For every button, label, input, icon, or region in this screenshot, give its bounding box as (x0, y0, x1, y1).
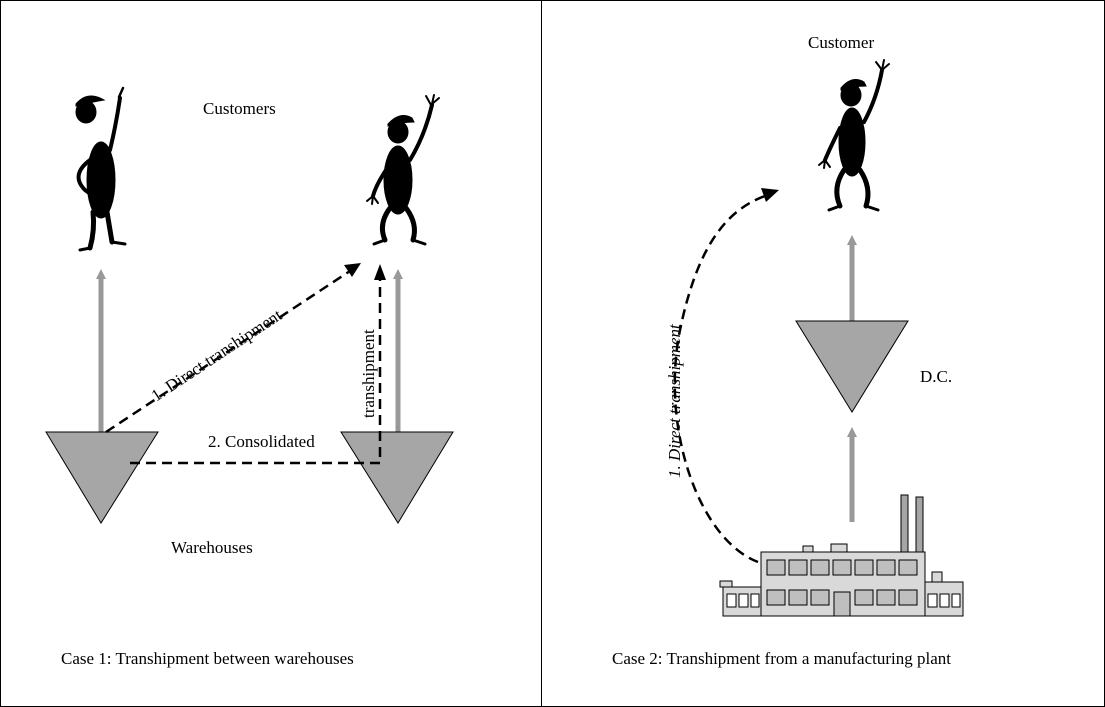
customers-label: Customers (203, 99, 276, 118)
customer-label: Customer (808, 33, 874, 52)
consolidated-arrowhead (374, 264, 386, 280)
transhipment-label: transhipment (359, 329, 378, 418)
direct-transhipment-label: 1. Direct transhipment (148, 305, 286, 405)
customer-icon (818, 59, 890, 212)
case1-caption: Case 1: Transhipment between warehouses (61, 649, 354, 668)
customer-right-icon (366, 94, 440, 246)
consolidated-arrow (130, 280, 382, 465)
dc-triangle (795, 320, 909, 413)
direct-transhipment-arrow (105, 269, 351, 434)
warehouses-label: Warehouses (171, 538, 253, 557)
plant-direct-transhipment-arrow (673, 194, 766, 564)
dc-label: D.C. (920, 367, 952, 386)
case2-caption: Case 2: Transhipment from a manufacturin… (612, 649, 951, 668)
customer-left-icon (75, 86, 127, 252)
plant-direct-transhipment-label: 1. Direct transhipment (665, 323, 684, 478)
manufacturing-plant-icon (719, 494, 964, 617)
consolidated-label: 2. Consolidated (208, 432, 315, 451)
plant-direct-transhipment-arrowhead (761, 188, 779, 202)
warehouse-right-triangle (340, 431, 454, 524)
warehouse-left-triangle (45, 431, 159, 524)
direct-transhipment-arrowhead (344, 263, 361, 277)
